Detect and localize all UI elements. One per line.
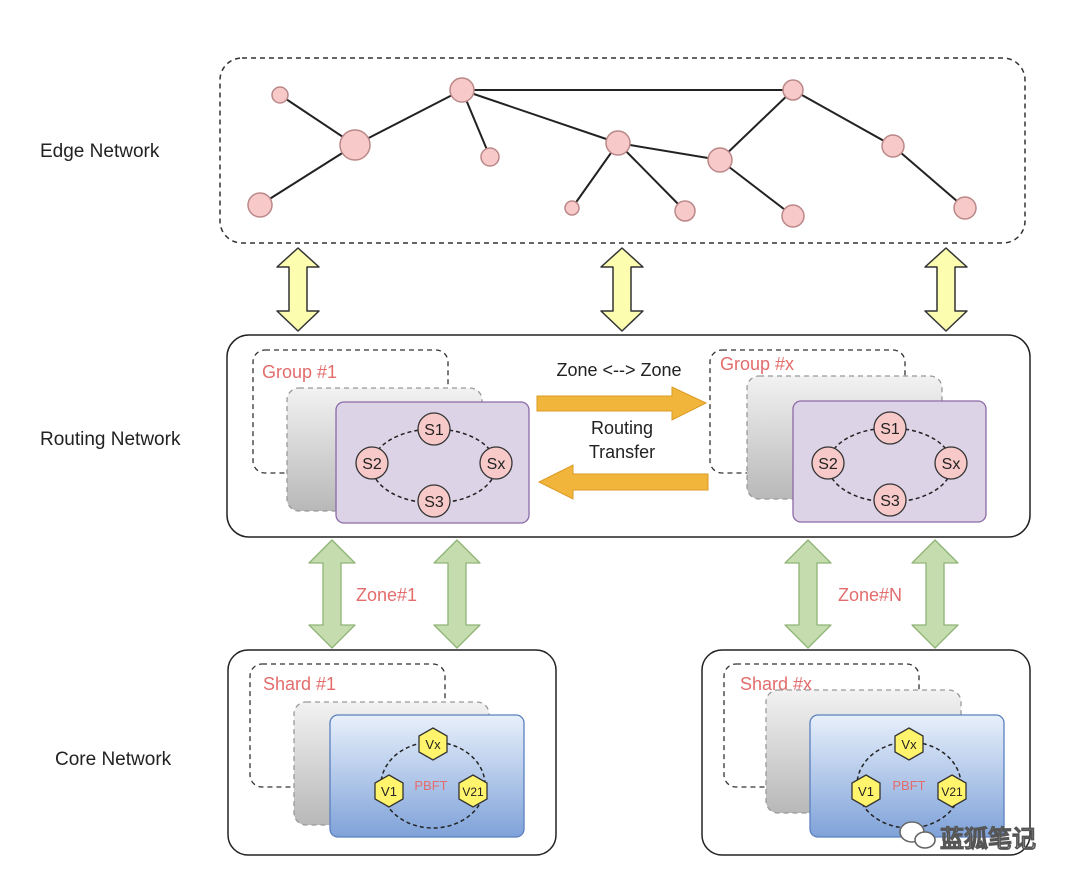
routing-node-label: Sx xyxy=(942,456,961,473)
validator-label: Vx xyxy=(901,737,917,752)
routing-label-line2: Transfer xyxy=(589,442,655,462)
shard-left: Shard #1 Vx V1 V21 PBFT xyxy=(227,649,557,856)
routing-core-arrows xyxy=(308,539,959,649)
shard-left-panel xyxy=(329,714,525,838)
zone-to-zone-label: Zone <--> Zone xyxy=(556,360,681,380)
shard-left-label: Shard #1 xyxy=(263,674,336,694)
routing-node-label: Sx xyxy=(487,456,506,473)
edge-node xyxy=(881,134,905,158)
edge-node xyxy=(564,200,580,216)
shard-right: Shard #x Vx V1 V21 PBFT xyxy=(701,649,1031,856)
validator-hexagon xyxy=(418,727,448,761)
routing-node-label: S2 xyxy=(362,456,382,473)
edge-node xyxy=(449,77,475,103)
routing-node-label: S2 xyxy=(818,456,838,473)
watermark: 蓝狐笔记 xyxy=(899,821,1036,853)
edge-node xyxy=(782,79,804,101)
edge-nodes xyxy=(247,77,977,228)
shard-right-label: Shard #x xyxy=(740,674,812,694)
yellow-double-arrow xyxy=(924,247,968,332)
routing-node xyxy=(417,484,451,518)
edge-node xyxy=(674,200,696,222)
routing-node-label: S3 xyxy=(424,494,444,511)
zone-left-label: Zone#1 xyxy=(356,585,417,605)
group-right-zone-panel xyxy=(792,400,987,523)
orange-left-arrow xyxy=(537,464,709,500)
routing-node xyxy=(934,446,968,480)
green-double-arrow xyxy=(433,539,481,649)
group-left: Group #1 S1 S2 Sx S3 xyxy=(252,349,530,524)
edge-node xyxy=(605,130,631,156)
validator-hexagon xyxy=(937,774,967,808)
green-double-arrow xyxy=(784,539,832,649)
routing-node xyxy=(873,483,907,517)
routing-node xyxy=(479,446,513,480)
routing-node xyxy=(355,446,389,480)
routing-label-line1: Routing xyxy=(591,418,653,438)
edge-routing-arrows xyxy=(276,247,968,332)
routing-network-label: Routing Network xyxy=(40,429,181,450)
routing-node xyxy=(417,412,451,446)
validator-label: Vx xyxy=(425,737,441,752)
group-left-label: Group #1 xyxy=(262,362,337,382)
edge-node xyxy=(707,147,733,173)
group-right-label: Group #x xyxy=(720,354,794,374)
edge-node xyxy=(781,204,805,228)
routing-node-label: S1 xyxy=(424,422,444,439)
edge-node xyxy=(339,129,371,161)
green-double-arrow xyxy=(308,539,356,649)
edge-network-label: Edge Network xyxy=(40,141,160,162)
watermark-text: 蓝狐笔记 xyxy=(940,825,1036,853)
core-network-label: Core Network xyxy=(55,749,172,770)
validator-label: V1 xyxy=(858,784,874,799)
edge-node xyxy=(247,192,273,218)
wechat-icon xyxy=(899,821,936,849)
validator-hexagon xyxy=(374,774,404,808)
validator-hexagon xyxy=(458,774,488,808)
orange-right-arrow xyxy=(536,386,708,421)
validator-label: V21 xyxy=(941,785,963,799)
validator-label: V21 xyxy=(462,785,484,799)
yellow-double-arrow xyxy=(600,247,644,332)
consensus-label: PBFT xyxy=(892,778,925,793)
edge-node xyxy=(271,86,289,104)
routing-node-label: S3 xyxy=(880,493,900,510)
validator-hexagon xyxy=(894,727,924,761)
group-right: Group #x S1 S2 Sx S3 xyxy=(709,349,987,523)
routing-node xyxy=(811,446,845,480)
edge-network-container xyxy=(219,57,1026,244)
green-double-arrow xyxy=(911,539,959,649)
yellow-double-arrow xyxy=(276,247,320,332)
routing-node-label: S1 xyxy=(880,421,900,438)
edge-network-graph xyxy=(259,89,966,217)
consensus-label: PBFT xyxy=(414,778,447,793)
validator-hexagon xyxy=(851,774,881,808)
routing-node xyxy=(873,411,907,445)
group-left-zone-panel xyxy=(335,401,530,524)
validator-label: V1 xyxy=(381,784,397,799)
edge-node xyxy=(480,147,500,167)
edge-node xyxy=(953,196,977,220)
zone-right-label: Zone#N xyxy=(838,585,902,605)
